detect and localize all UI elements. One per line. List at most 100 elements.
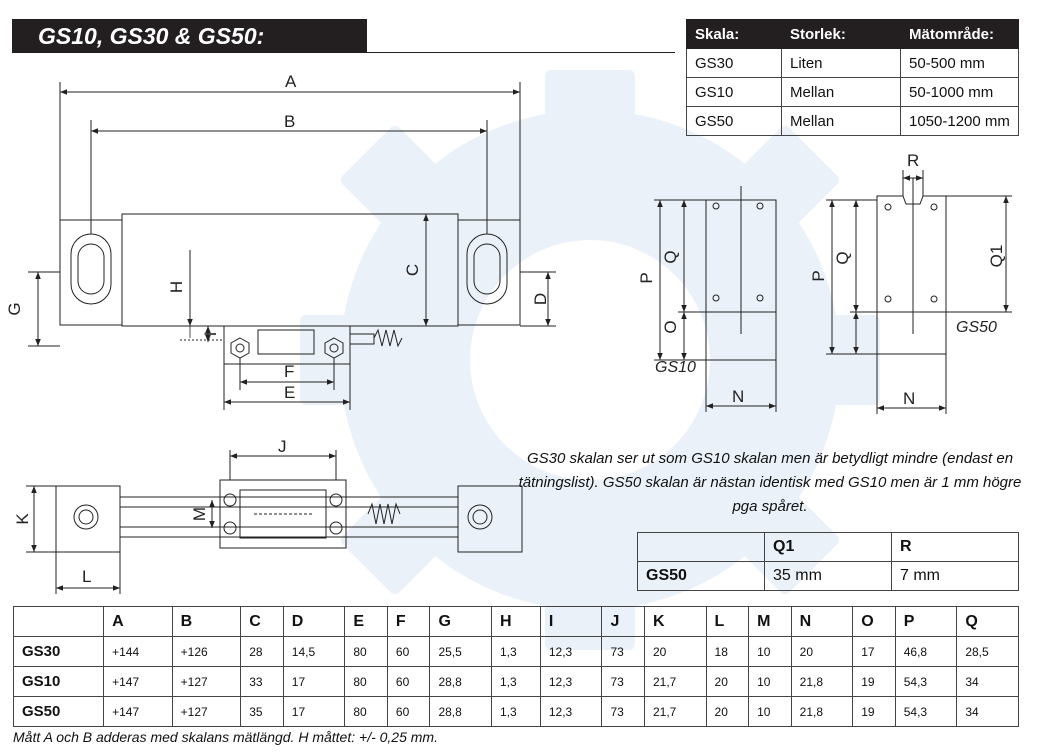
dim-label-h: H	[167, 281, 186, 293]
table-cell: 12,3	[539, 696, 603, 727]
table-cell: 17	[282, 666, 346, 697]
table-cell: 18	[705, 636, 750, 667]
header-cell: C	[240, 606, 284, 637]
header-cell: L	[705, 606, 750, 637]
dim-label-n-gs10: N	[732, 387, 744, 406]
dim-label-a: A	[285, 72, 297, 91]
header-cell: Q	[956, 606, 1019, 637]
table-cell: 28,5	[956, 636, 1019, 667]
dim-label-r: R	[907, 151, 919, 170]
table-cell: 35 mm	[764, 561, 892, 591]
gs50-view-label: GS50	[956, 319, 997, 336]
front-view-drawing	[28, 82, 556, 410]
header-cell: F	[386, 606, 431, 637]
header-cell	[637, 532, 765, 562]
table-cell: 54,3	[894, 696, 958, 727]
table-cell: 17	[282, 696, 346, 727]
table-cell: 54,3	[894, 666, 958, 697]
table-cell: 34	[956, 696, 1019, 727]
gs50-dimension-table: Q1 R GS50 35 mm 7 mm	[637, 532, 1019, 591]
table-row: GS50 35 mm 7 mm	[637, 561, 1019, 591]
header-cell: A	[103, 606, 173, 637]
table-row: GS50 Mellan 1050-1200 mm	[686, 106, 1019, 136]
table-cell: 35	[240, 696, 284, 727]
gs10-end-view-drawing	[654, 186, 777, 412]
dim-label-q-gs50: Q	[833, 251, 852, 264]
dim-label-j: J	[278, 437, 287, 456]
header-cell: E	[344, 606, 388, 637]
table-cell: 20	[705, 666, 750, 697]
gs50-table-header: Q1 R	[637, 532, 1019, 562]
table-cell: 60	[386, 666, 431, 697]
dim-label-d: D	[531, 293, 550, 305]
footnote: Mått A och B adderas med skalans mätläng…	[13, 729, 438, 745]
table-cell: 50-500 mm	[900, 48, 1019, 78]
header-cell: H	[491, 606, 541, 637]
table-cell: GS10	[686, 77, 782, 107]
header-cell: R	[891, 532, 1019, 562]
header-cell: D	[282, 606, 346, 637]
dim-label-k: K	[13, 513, 32, 525]
row-header-cell: GS50	[12, 696, 105, 727]
table-cell: 34	[956, 666, 1019, 697]
table-cell: 12,3	[539, 666, 603, 697]
dim-label-m: M	[190, 507, 209, 521]
table-cell: Liten	[781, 48, 901, 78]
dim-label-p-gs50: P	[809, 270, 828, 281]
header-cell: Storlek:	[781, 19, 901, 49]
table-cell: 20	[643, 636, 707, 667]
dim-label-b: B	[284, 112, 295, 131]
table-cell: GS50	[637, 561, 765, 591]
table-cell: +127	[171, 666, 242, 697]
row-header-cell: GS10	[12, 666, 105, 697]
table-cell: 21,8	[790, 696, 854, 727]
table-cell: 19	[852, 666, 896, 697]
table-cell: 1,3	[491, 636, 541, 667]
gs10-view-label: GS10	[655, 359, 696, 376]
header-cell	[12, 606, 105, 637]
header-cell: J	[601, 606, 645, 637]
header-cell: M	[748, 606, 792, 637]
table-row: GS30 Liten 50-500 mm	[686, 48, 1019, 78]
table-cell: 1050-1200 mm	[900, 106, 1019, 136]
table-cell: 28,8	[429, 666, 492, 697]
table-cell: 28	[240, 636, 284, 667]
header-cell: G	[429, 606, 492, 637]
dim-label-q1: Q1	[987, 245, 1006, 268]
table-cell: 25,5	[429, 636, 492, 667]
top-view-drawing	[26, 450, 523, 594]
table-cell: +127	[171, 696, 242, 727]
dim-label-g: G	[5, 302, 24, 315]
header-cell: P	[894, 606, 958, 637]
header-cell: I	[539, 606, 603, 637]
table-cell: 28,8	[429, 696, 492, 727]
header-cell: N	[790, 606, 854, 637]
table-cell: 10	[748, 696, 792, 727]
table-cell: 80	[344, 696, 388, 727]
header-cell: O	[852, 606, 896, 637]
table-cell: 10	[748, 666, 792, 697]
table-cell: 60	[386, 696, 431, 727]
dim-label-f: F	[284, 362, 294, 381]
table-cell: 73	[601, 666, 645, 697]
table-cell: 19	[852, 696, 896, 727]
dim-label-n-gs50: N	[903, 389, 915, 408]
dim-label-l: L	[82, 567, 91, 586]
dim-label-p-gs10: P	[637, 272, 656, 283]
dim-label-i: I	[201, 332, 220, 337]
dim-label-q-gs10: Q	[661, 250, 680, 263]
page-title: GS10, GS30 & GS50:	[12, 19, 367, 53]
table-cell: 73	[601, 696, 645, 727]
table-cell: 12,3	[539, 636, 603, 667]
table-cell: 20	[790, 636, 854, 667]
table-cell: 10	[748, 636, 792, 667]
table-cell: 50-1000 mm	[900, 77, 1019, 107]
dim-label-c: C	[403, 264, 422, 276]
table-cell: Mellan	[781, 106, 901, 136]
table-cell: 33	[240, 666, 284, 697]
